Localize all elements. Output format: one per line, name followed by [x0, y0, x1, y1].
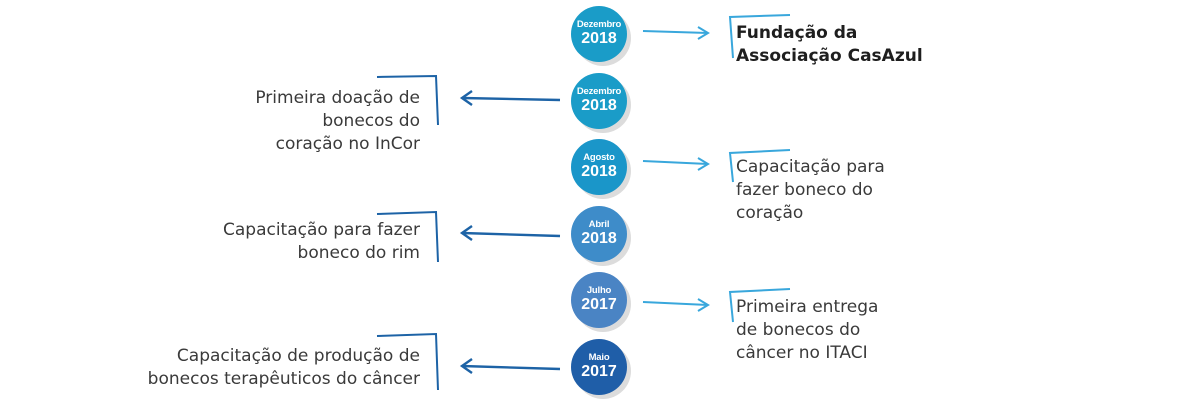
event-text-6: Capacitação de produção de bonecos terapê… — [100, 345, 420, 391]
node-month: Dezembro — [576, 86, 622, 98]
arrow-left-2 — [461, 96, 561, 102]
timeline-node-3: Agosto 2018 — [571, 139, 627, 195]
event-text-line: Capacitação para fazer — [222, 220, 420, 240]
timeline-node-1: Dezembro 2018 — [571, 6, 627, 62]
event-text-line: Capacitação de produção de — [176, 346, 420, 366]
event-text-line: bonecos do — [322, 111, 420, 131]
event-text-line: Primeira entrega — [736, 297, 879, 317]
node-year: 2017 — [581, 362, 617, 380]
arrow-right-1-head — [697, 26, 710, 40]
event-text-line: Capacitação para — [736, 157, 885, 177]
node-year: 2018 — [581, 96, 617, 114]
event-text-2: Primeira doação de bonecos do coração no I… — [150, 87, 420, 156]
event-text-line: Associação CasAzul — [736, 46, 923, 66]
arrow-right-3-head — [697, 157, 710, 171]
node-year: 2018 — [581, 229, 617, 247]
timeline-node-6: Maio 2017 — [571, 339, 627, 395]
node-year: 2018 — [581, 162, 617, 180]
event-text-line: fazer boneco do — [736, 180, 873, 200]
arrow-left-4-head — [459, 225, 473, 241]
node-year: 2018 — [581, 29, 617, 47]
timeline-node-4: Abril 2018 — [571, 206, 627, 262]
arrow-left-2-head — [459, 90, 473, 106]
node-month: Dezembro — [576, 19, 622, 31]
node-year: 2017 — [581, 295, 617, 313]
event-text-5: Primeira entrega de bonecos do câncer no I… — [736, 296, 996, 365]
event-text-line: coração no InCor — [275, 134, 420, 154]
event-text-line: bonecos terapêuticos do câncer — [147, 369, 420, 389]
arrow-right-1 — [642, 30, 709, 34]
timeline-node-2: Dezembro 2018 — [571, 73, 627, 129]
event-text-line: Fundação da — [736, 23, 858, 43]
event-text-3: Capacitação para fazer boneco do coração — [736, 156, 996, 225]
arrow-left-6 — [461, 364, 561, 371]
event-text-line: de bonecos do — [736, 320, 861, 340]
event-text-4: Capacitação para fazer boneco do rim — [150, 219, 420, 265]
brackets-layer — [376, 14, 791, 391]
node-month: Abril — [588, 219, 610, 231]
arrow-right-5-head — [697, 298, 710, 312]
node-month: Julho — [586, 285, 612, 297]
node-month: Maio — [588, 352, 610, 364]
event-text-1: Fundação da Associação CasAzul — [736, 22, 996, 68]
arrow-right-3 — [642, 160, 709, 165]
arrow-right-5 — [642, 301, 709, 306]
event-text-line: coração — [736, 203, 804, 223]
arrow-left-6-head — [459, 358, 473, 374]
event-text-line: boneco do rim — [297, 243, 420, 263]
node-month: Agosto — [583, 152, 615, 164]
timeline-node-5: Julho 2017 — [571, 272, 627, 328]
arrow-left-4 — [461, 231, 561, 238]
event-text-line: Primeira doação de — [255, 88, 420, 108]
event-text-line: câncer no ITACI — [736, 343, 868, 363]
